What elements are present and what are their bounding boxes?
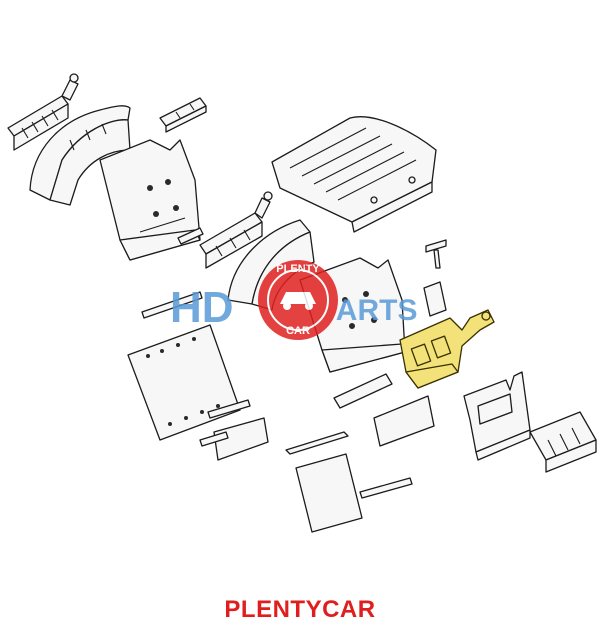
- part-strip-plates[interactable]: [199, 373, 435, 461]
- car-icon: [280, 292, 316, 304]
- exploded-parts-diagram: HD PARTS PLENTY CAR: [7, 73, 597, 533]
- part-fender-arch-left[interactable]: [29, 105, 131, 206]
- part-highlighted-bracket[interactable]: [399, 309, 495, 389]
- badge-top-text: PLENTY: [276, 263, 320, 275]
- part-mud-flap-small[interactable]: [285, 431, 413, 533]
- part-bracket-rail-left[interactable]: [7, 73, 79, 151]
- part-bracket-block-right[interactable]: [463, 371, 531, 461]
- badge-bottom-text: CAR: [286, 325, 310, 337]
- part-small-bracket-top[interactable]: [159, 97, 207, 133]
- brand-footer: PLENTYCAR: [224, 596, 376, 623]
- watermark-logo: HD PARTS PLENTY CAR: [170, 260, 417, 340]
- part-clip-small[interactable]: [423, 239, 447, 317]
- watermark-left-text: HD: [170, 283, 234, 332]
- part-reflector-block[interactable]: [529, 411, 597, 473]
- part-grille-cover[interactable]: [271, 116, 437, 233]
- part-bracket-rail-center[interactable]: [177, 191, 273, 269]
